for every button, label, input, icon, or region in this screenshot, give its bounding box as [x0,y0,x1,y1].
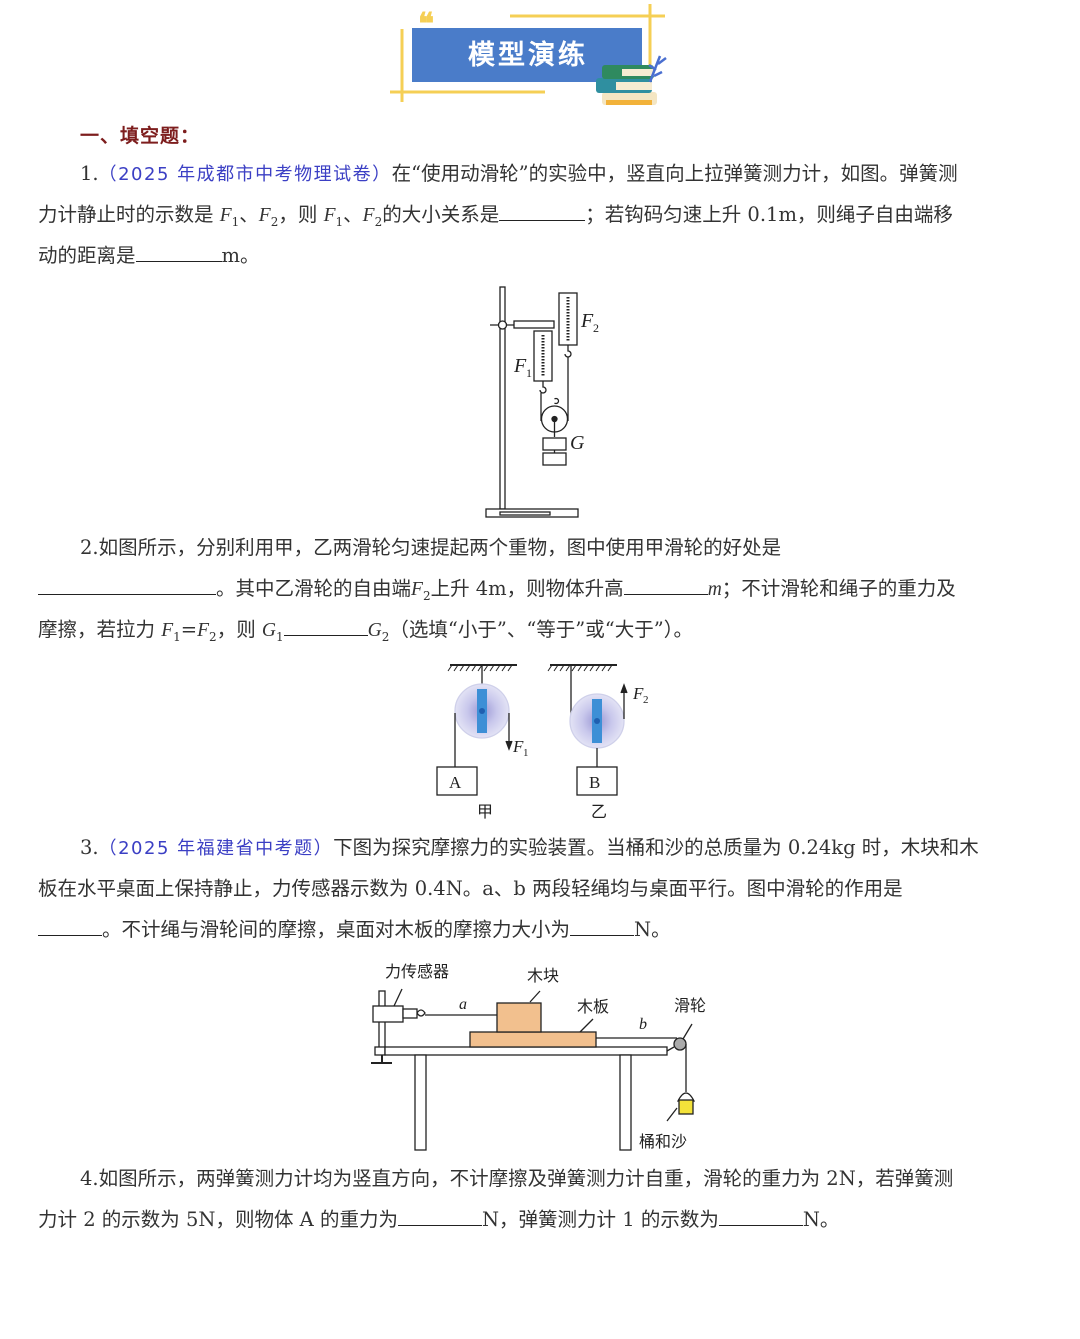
text-fragment: 如图所示，两弹簧测力计均为竖直方向，不计摩擦及弹簧测力计自重，滑轮的重力为 2N… [98,1167,954,1190]
text-fragment: 1 [523,747,529,759]
question-number: 3. [80,836,99,859]
figure-fixed-movable-pulleys: A B 甲 乙 F 1 F 2 [425,655,665,829]
text-fragment: 1 [231,214,240,229]
text-fragment: 力计静止时的示数是 [38,203,214,226]
text-fragment: ；不计滑轮和绳子的重力及 [721,577,956,600]
text-fragment: 桶和沙 [639,1133,687,1151]
leaf-icon [648,55,667,83]
text-fragment: 的大小关系是 [382,203,500,226]
text-fragment: 2 [209,629,217,644]
text-fragment: F [362,205,375,226]
banner-title: 模型演练 [468,39,588,71]
answer-blank-3b[interactable] [570,915,635,936]
text-fragment: = [180,618,198,641]
text-fragment: N，弹簧测力计 1 的示数为 [481,1208,719,1231]
answer-blank-2c[interactable] [283,615,368,636]
text-fragment: G [570,432,585,454]
question-1: 1.（2025 年成都市中考物理试卷）在“使用动滑轮”的实验中，竖直向上拉弹簧测… [38,153,1010,276]
text-fragment: 下图为探究摩擦力的实验装置。当桶和沙的总质量为 0.24kg 时，木块和木 [333,836,979,859]
text-fragment: 木板 [577,998,609,1016]
text-fragment: 乙 [591,804,607,821]
text-fragment: a [459,996,467,1013]
text-fragment: 动的距离是 [38,244,136,267]
question-number: 2. [80,536,99,559]
text-fragment: 。不计绳与滑轮间的摩擦，桌面对木板的摩擦力大小为 [102,918,571,941]
text-fragment: A [449,773,462,792]
text-fragment: G [367,620,382,641]
answer-blank-2b[interactable] [623,574,708,595]
text-fragment: N。 [634,918,671,941]
model-practice-banner: ❝ 模型演练 [380,4,680,114]
text-fragment: F [580,310,594,332]
text-fragment: 上升 4m，则物体升高 [430,577,624,600]
text-fragment: F [161,620,174,641]
text-fragment: F [258,205,271,226]
text-fragment: 2 [270,214,279,229]
text-fragment: ，则 [278,203,318,226]
text-fragment: 力传感器 [385,963,449,981]
question-source: （2025 年成都市中考物理试卷） [98,164,392,185]
answer-blank-4b[interactable] [718,1205,803,1226]
text-fragment: 、 [343,203,363,226]
section-title: 一、填空题： [80,125,201,147]
text-fragment: 、 [239,203,259,226]
text-fragment: B [589,773,600,792]
text-fragment: F [512,737,524,756]
text-fragment: 2 [643,694,649,706]
text-fragment: F [323,205,336,226]
text-fragment: 2 [381,629,390,644]
banner-graphic: ❝ 模型演练 [390,4,667,105]
text-fragment: 1 [526,366,532,380]
question-number: 4. [80,1167,99,1190]
text-fragment: 在“使用动滑轮”的实验中，竖直向上拉弹簧测力计，如图。弹簧测 [391,162,958,185]
text-fragment: F [411,579,423,600]
text-fragment: 滑轮 [674,997,706,1015]
question-3: 3.（2025 年福建省中考题）下图为探究摩擦力的实验装置。当桶和沙的总质量为 … [38,827,1010,950]
answer-blank-2a[interactable] [38,574,216,595]
text-fragment: F [219,205,232,226]
text-fragment: F [632,684,644,703]
text-fragment: 摩擦，若拉力 [38,618,156,641]
answer-blank-3a[interactable] [38,915,102,936]
text-fragment: 1 [173,629,181,644]
text-fragment: N。 [802,1208,840,1231]
text-fragment: ；若钩码匀速上升 0.1m，则绳子自由端移 [585,203,953,226]
answer-blank-1b[interactable] [135,241,222,262]
question-4: 4.如图所示，两弹簧测力计均为竖直方向，不计摩擦及弹簧测力计自重，滑轮的重力为 … [38,1158,1010,1240]
text-fragment: （选填“小于”、“等于”或“大于”）。 [389,618,693,641]
text-fragment: 木块 [527,967,559,985]
question-source: （2025 年福建省中考题） [98,838,334,859]
figure-movable-pulley: F 2 F 1 G [480,283,620,527]
text-fragment: m。 [221,244,260,267]
question-2: 2.如图所示，分别利用甲，乙两滑轮匀速提起两个重物，图中使用甲滑轮的好处是 。其… [38,527,1010,650]
figure-friction-apparatus: 力传感器 木块 木板 滑轮 桶和沙 a b [365,955,715,1159]
text-fragment: 甲 [477,804,493,821]
question-number: 1. [80,162,99,185]
text-fragment: m [707,579,722,600]
text-fragment: 2 [593,321,599,335]
text-fragment: 1 [335,214,344,229]
text-fragment: b [639,1016,647,1033]
text-fragment: 2 [374,214,383,229]
text-fragment: F [197,620,210,641]
text-fragment: 板在水平桌面上保持静止，力传感器示数为 0.4N。a、b 两段轻绳均与桌面平行。… [38,877,903,900]
quote-mark-icon: ❝ [418,7,434,42]
text-fragment: 2 [422,588,431,603]
text-fragment: ，则 [216,618,256,641]
text-fragment: 力计 2 的示数为 5N，则物体 A 的重力为 [38,1208,398,1231]
text-fragment: 。其中乙滑轮的自由端 [216,577,412,600]
text-fragment: 如图所示，分别利用甲，乙两滑轮匀速提起两个重物，图中使用甲滑轮的好处是 [98,536,782,559]
text-fragment: G [261,620,276,641]
text-fragment: F [513,355,527,377]
answer-blank-1a[interactable] [499,200,586,221]
books-icon [596,65,657,105]
answer-blank-4a[interactable] [397,1205,482,1226]
text-fragment: 1 [276,629,284,644]
